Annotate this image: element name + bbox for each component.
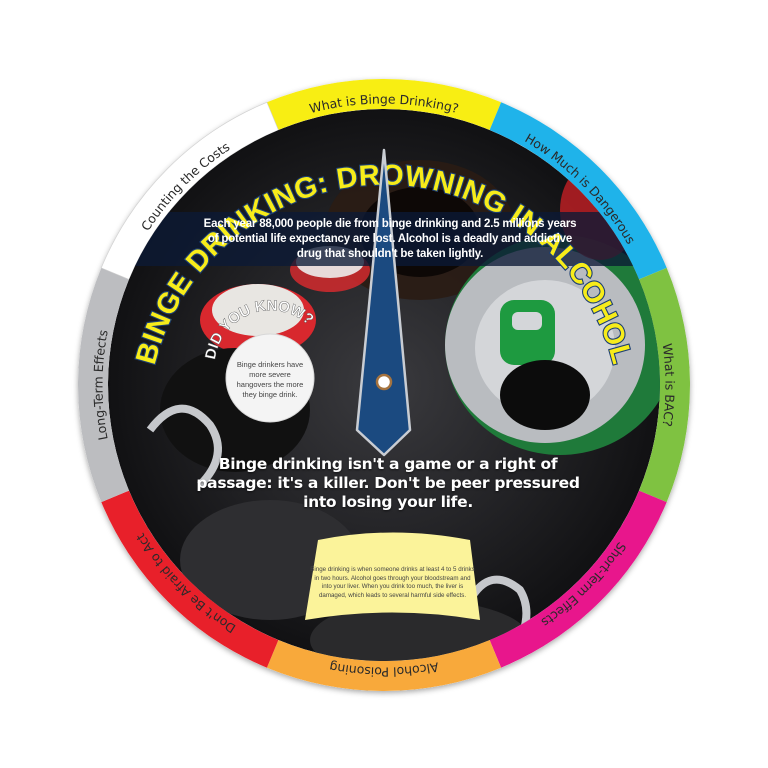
fact-text: Each year 88,000 people die from binge d… (203, 218, 577, 260)
segment-label-2[interactable]: What is BAC? (660, 342, 678, 427)
segment-3[interactable] (489, 490, 667, 668)
segment-label-4[interactable]: Alcohol Poisoning (328, 659, 440, 679)
pivot-icon (375, 373, 393, 391)
segment-label-6[interactable]: Long-Term Effects (90, 329, 110, 442)
segment-4[interactable] (266, 639, 502, 691)
did-you-know-text: Binge drinkers have more severe hangover… (236, 360, 304, 399)
pointer-needle[interactable] (355, 148, 412, 457)
segment-1[interactable] (489, 102, 667, 280)
segment-6[interactable] (78, 267, 130, 503)
segment-2[interactable] (638, 267, 690, 503)
segment-5[interactable] (101, 490, 279, 668)
warning-text: Binge drinking isn't a game or a right o… (196, 455, 580, 511)
definition-text: Binge drinking is when someone drinks at… (310, 566, 475, 599)
did-you-know-bubble (225, 333, 315, 423)
segment-ring (78, 79, 690, 691)
segment-0[interactable] (266, 79, 502, 131)
definition-panel (305, 532, 480, 620)
